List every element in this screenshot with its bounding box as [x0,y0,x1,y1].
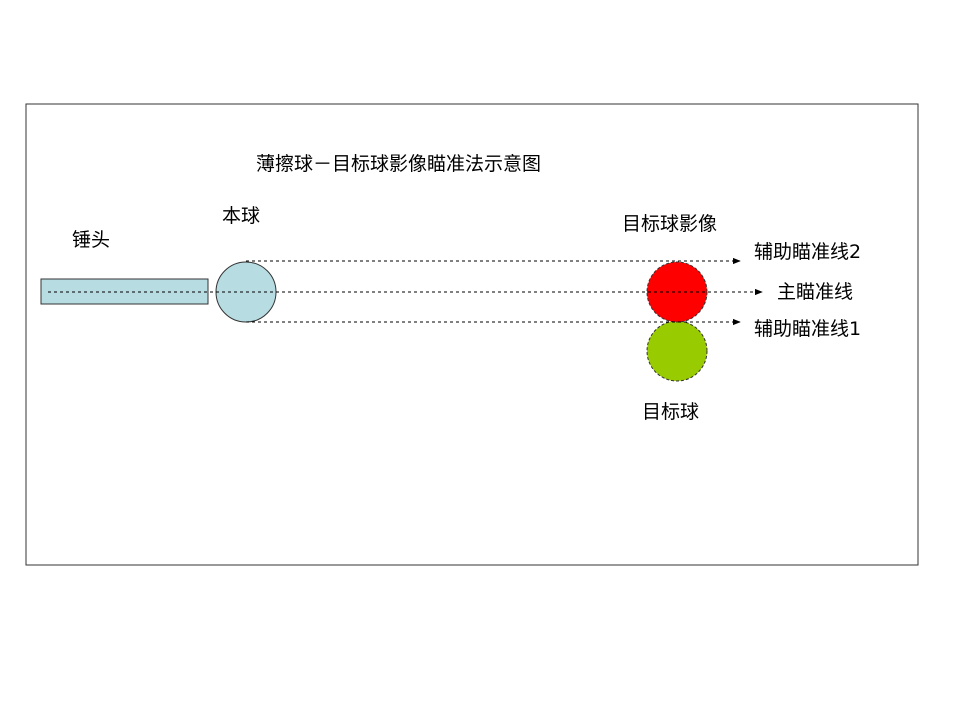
ghost-ball-label: 目标球影像 [622,213,717,235]
object-ball [646,320,708,382]
diagram-title: 薄擦球－目标球影像瞄准法示意图 [256,153,541,175]
main-aiming-line-label: 主瞄准线 [777,281,853,303]
diagram-frame [25,103,919,566]
cue-ball-label: 本球 [222,205,260,227]
object-ball-label: 目标球 [642,401,699,423]
aux-aiming-line-2-label: 辅助瞄准线2 [754,241,861,263]
aux-aiming-line-1-label: 辅助瞄准线1 [754,318,861,340]
ghost-ball [646,261,708,323]
cue-stick-label: 锤头 [72,229,110,251]
